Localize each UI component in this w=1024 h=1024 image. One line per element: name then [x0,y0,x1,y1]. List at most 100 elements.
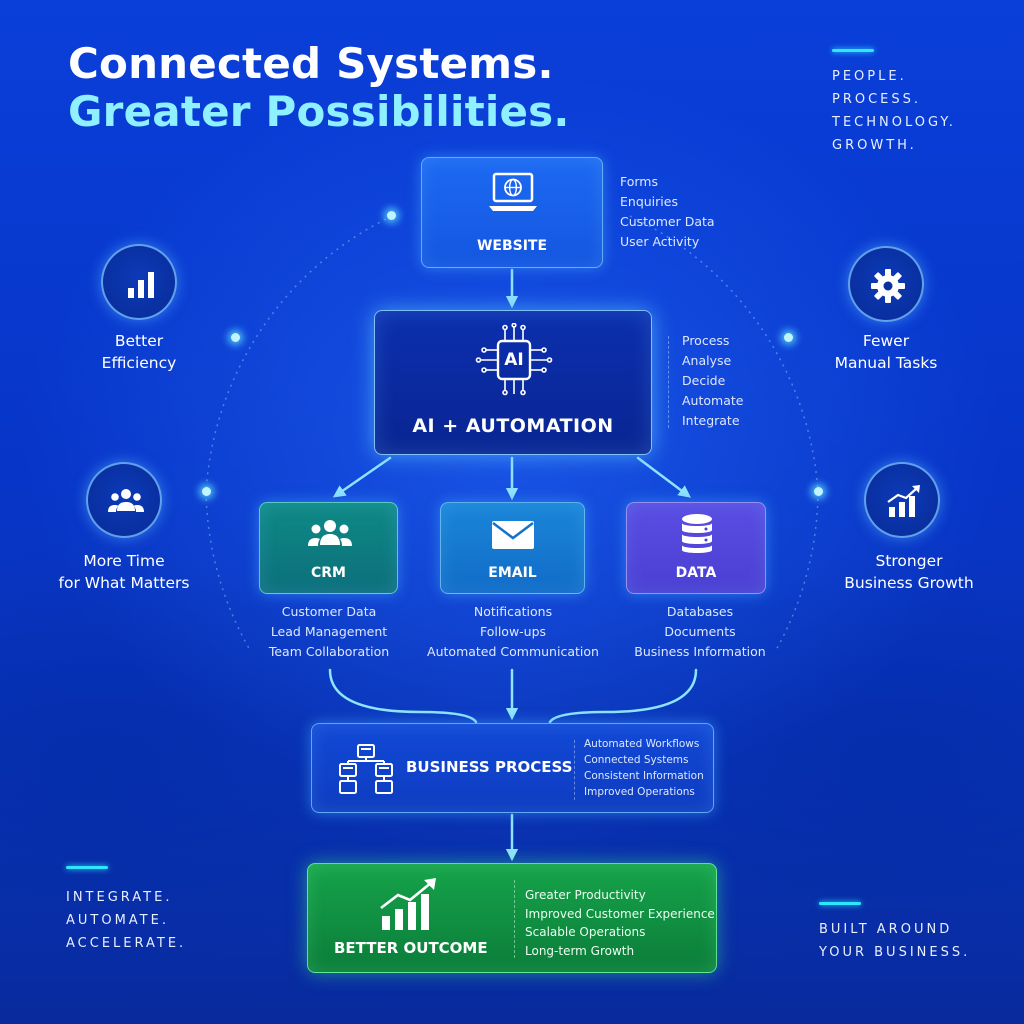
headline-line-2: Greater Possibilities. [68,87,570,136]
detail-item: Greater Productivity [525,888,646,902]
detail-item: Forms [620,174,659,189]
website-label: WEBSITE [476,238,548,254]
benefit-line: Manual Tasks [834,354,938,372]
benefit-line: More Time [83,552,165,570]
curve-data-to-process [548,668,698,724]
benefit-growth-circle [864,462,940,538]
tagline-item: ACCELERATE. [66,936,187,951]
database-icon [682,514,712,553]
benefit-manual-text: Fewer Manual Tasks [810,330,962,374]
envelope-icon [492,521,534,549]
tagline-item: YOUR BUSINESS. [819,945,971,960]
crm-node: CRM [259,502,398,594]
tagline-item: AUTOMATE. [66,913,169,928]
curve-crm-to-process [328,668,478,724]
bo-details-divider [514,880,515,958]
detail-item: Long-term Growth [525,943,635,958]
business-process-node: BUSINESS PROCESS [311,723,714,813]
detail-item: Enquiries [620,194,678,209]
detail-item: Follow-ups [479,624,547,639]
bp-details-divider [574,740,575,800]
detail-item: Automated Communication [427,644,599,659]
people-icon [308,520,352,546]
bar-chart-icon [128,272,154,298]
benefit-growth-text: Stronger Business Growth [828,550,990,594]
headline-line-1: Connected Systems. [68,39,554,88]
better-outcome-node: BETTER OUTCOME [307,863,717,973]
detail-item: Notifications [473,604,553,619]
detail-item: Decide [682,373,726,388]
arrow-ai-to-data [636,456,691,498]
benefit-efficiency-text: Better Efficiency [60,330,218,374]
detail-item: User Activity [620,234,700,249]
detail-item: Customer Data [281,604,377,619]
orbit-ring [205,215,819,651]
data-details: Databases Documents Business Information [620,602,780,662]
crm-label: CRM [311,565,346,581]
orbit-dot [387,211,396,220]
email-details: Notifications Follow-ups Automated Commu… [422,602,604,662]
crm-details: Customer Data Lead Management Team Colla… [249,602,409,662]
data-node: DATA [626,502,766,594]
detail-item: Team Collaboration [268,644,390,659]
ai-automation-node: AI AI + AUTOMATION [374,310,652,455]
better-outcome-label: BETTER OUTCOME [334,939,488,957]
accent-line-bottom-left [66,866,108,869]
benefit-time-text: More Time for What Matters [40,550,208,594]
detail-item: Automate [682,393,744,408]
detail-item: Customer Data [620,214,715,229]
detail-item: Consistent Information [584,770,704,782]
growth-chart-icon [380,878,436,930]
orbit-dot [814,487,823,496]
better-outcome-details: Greater Productivity Improved Customer E… [525,886,715,960]
flowchart-icon [339,744,393,794]
benefit-manual-circle [848,246,924,322]
detail-item: Integrate [682,413,740,428]
tagline-item: INTEGRATE. [66,890,173,905]
detail-item: Documents [664,624,736,639]
detail-item: Improved Operations [584,786,695,798]
tagline-item: BUILT AROUND [819,922,953,937]
detail-item: Connected Systems [584,754,689,766]
detail-item: Lead Management [270,624,388,639]
website-details: Forms Enquiries Customer Data User Activ… [620,172,715,252]
tagline-top-right: PEOPLE. PROCESS. TECHNOLOGY. GROWTH. [832,65,956,157]
orbit-dot [784,333,793,342]
gear-icon [871,269,905,303]
business-process-details: Automated Workflows Connected Systems Co… [584,736,704,800]
orbit-dot [231,333,240,342]
team-icon [108,489,144,512]
detail-item: Business Information [634,644,766,659]
detail-item: Process [682,333,730,348]
ai-automation-label: AI + AUTOMATION [412,415,614,437]
tagline-bottom-right: BUILT AROUND YOUR BUSINESS. [819,918,970,964]
detail-item: Analyse [682,353,732,368]
benefit-line: Fewer [862,332,910,350]
tagline-item: TECHNOLOGY. [832,115,956,130]
accent-line-top-right [832,49,874,52]
headline: Connected Systems. Greater Possibilities… [68,40,570,136]
flow-arrows [328,268,698,862]
detail-item: Databases [666,604,734,619]
benefit-line: Efficiency [101,354,177,372]
detail-item: Automated Workflows [584,738,700,750]
tagline-item: PEOPLE. [832,69,907,84]
benefit-line: Stronger [875,552,943,570]
trend-chart-icon [887,485,920,517]
detail-item: Improved Customer Experience [525,906,715,921]
laptop-globe-icon [489,172,537,211]
ai-details-divider [668,336,669,428]
ai-details: Process Analyse Decide Automate Integrat… [682,331,743,431]
arrow-ai-to-crm [332,456,392,498]
tagline-item: PROCESS. [832,92,922,107]
website-node: WEBSITE [421,157,603,268]
benefit-time-circle [86,462,162,538]
accent-line-bottom-right [819,902,861,905]
orbit-dot [202,487,211,496]
benefit-line: for What Matters [58,574,190,592]
ai-chip-text: AI [504,350,524,370]
benefit-line: Better [114,332,164,350]
ai-chip-icon [475,323,553,396]
email-node: EMAIL [440,502,585,594]
